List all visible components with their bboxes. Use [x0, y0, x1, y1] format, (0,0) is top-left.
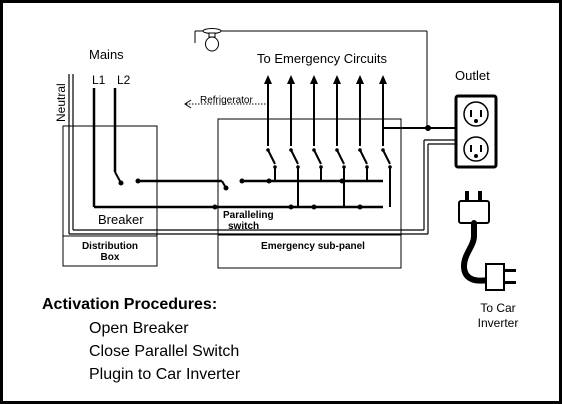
- emergency-circuits-label: To Emergency Circuits: [257, 51, 388, 66]
- car-inverter-label-1: To Car: [480, 301, 515, 315]
- emergency-circuits: [264, 75, 392, 207]
- procedure-step-3: Plugin to Car Inverter: [89, 366, 241, 383]
- mains-feed: [92, 88, 119, 209]
- breaker-label: Breaker: [98, 212, 144, 227]
- circuit-breaker-1: [267, 149, 276, 165]
- circuit-arrow-3: [310, 75, 318, 84]
- paralleling-switch: [221, 178, 383, 191]
- bus-junctions: [212, 178, 363, 210]
- refrigerator-label: Refrigerator: [200, 95, 253, 106]
- breaker-switch: [114, 171, 222, 186]
- refrigerator-arrow: [184, 99, 268, 109]
- neutral-label: Neutral: [54, 83, 68, 122]
- procedure-step-2: Close Parallel Switch: [89, 343, 239, 360]
- circuit-contact-top-5: [358, 148, 362, 152]
- outlet-feed: [383, 125, 456, 131]
- circuit-contact-top-4: [335, 148, 339, 152]
- l2-label: L2: [117, 73, 131, 87]
- distribution-box: [62, 125, 158, 267]
- circuit-breaker-4: [336, 149, 345, 165]
- outlet-label: Outlet: [455, 68, 490, 83]
- light-bulb-icon: [202, 28, 222, 52]
- circuit-arrow-2: [287, 75, 295, 84]
- car-inverter-label-2: Inverter: [478, 316, 519, 330]
- emergency-subpanel-box: [217, 118, 402, 269]
- procedure-step-1: Open Breaker: [89, 320, 189, 337]
- neutral-wire: [68, 74, 456, 235]
- circuit-breaker-6: [382, 149, 391, 165]
- circuit-contact-top-6: [381, 148, 385, 152]
- circuit-contact-top-1: [266, 148, 270, 152]
- mains-label: Mains: [89, 47, 124, 62]
- distribution-box-label-1: Distribution: [82, 241, 138, 252]
- outlet-icon: [454, 94, 498, 169]
- emergency-subpanel-label: Emergency sub-panel: [261, 241, 365, 252]
- circuit-breaker-3: [313, 149, 322, 165]
- procedures-title: Activation Procedures:: [42, 296, 217, 313]
- paralleling-switch-label-2: switch: [228, 221, 259, 232]
- circuit-breaker-5: [359, 149, 368, 165]
- circuit-contact-top-3: [312, 148, 316, 152]
- distribution-box-label-2: Box: [101, 252, 120, 263]
- car-inverter-cord-icon: [458, 191, 516, 291]
- l1-label: L1: [92, 73, 106, 87]
- circuit-arrow-4: [333, 75, 341, 84]
- circuit-arrow-5: [356, 75, 364, 84]
- circuit-arrow-1: [264, 75, 272, 84]
- paralleling-switch-label-1: Paralleling: [223, 210, 274, 221]
- circuit-arrow-6: [379, 75, 387, 84]
- circuit-breaker-2: [290, 149, 299, 165]
- circuit-contact-top-2: [289, 148, 293, 152]
